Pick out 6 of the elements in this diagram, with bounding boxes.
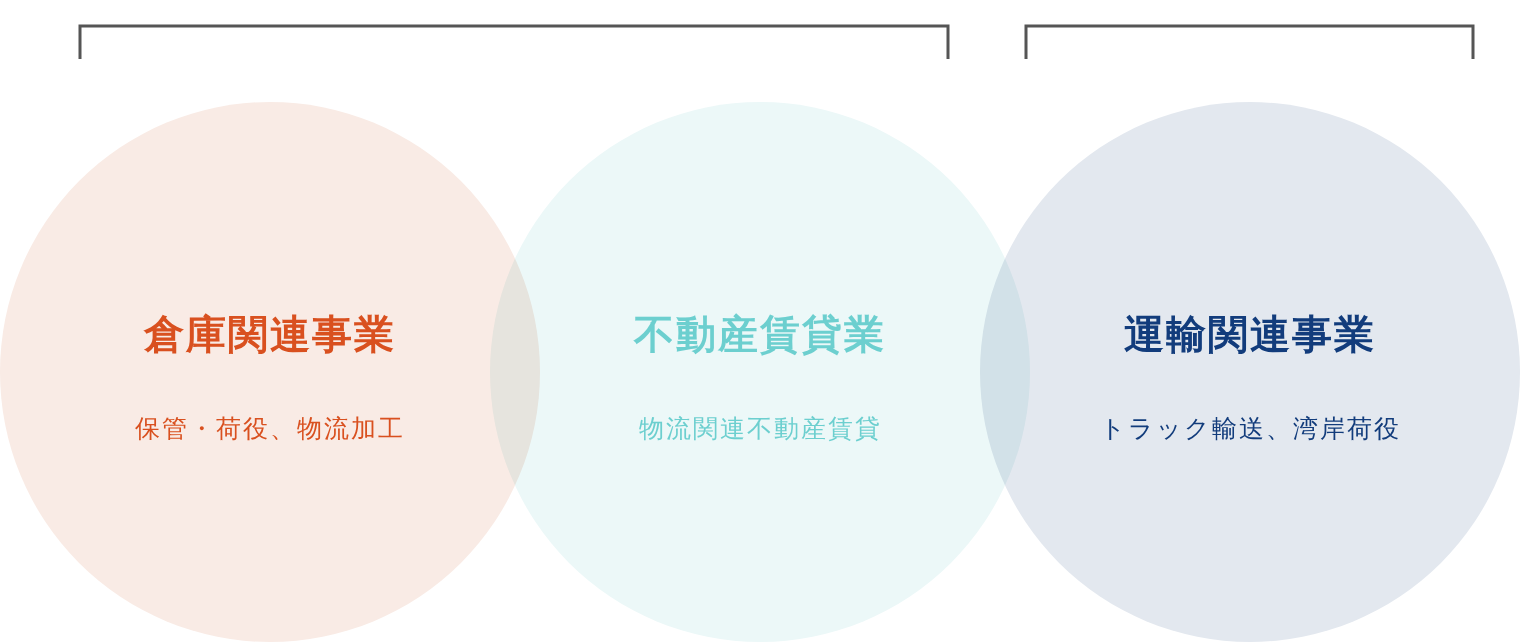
- segment-description: 保管・荷役、物流加工: [134, 413, 406, 445]
- segment-description: トラック輸送、湾岸荷役: [1098, 413, 1402, 445]
- segment-description: 物流関連不動産賃貸: [637, 413, 883, 445]
- segment-title: 運輸関連事業: [1123, 310, 1377, 359]
- segment-title: 倉庫関連事業: [142, 310, 397, 359]
- segment-title: 不動産賃貸業: [632, 310, 887, 359]
